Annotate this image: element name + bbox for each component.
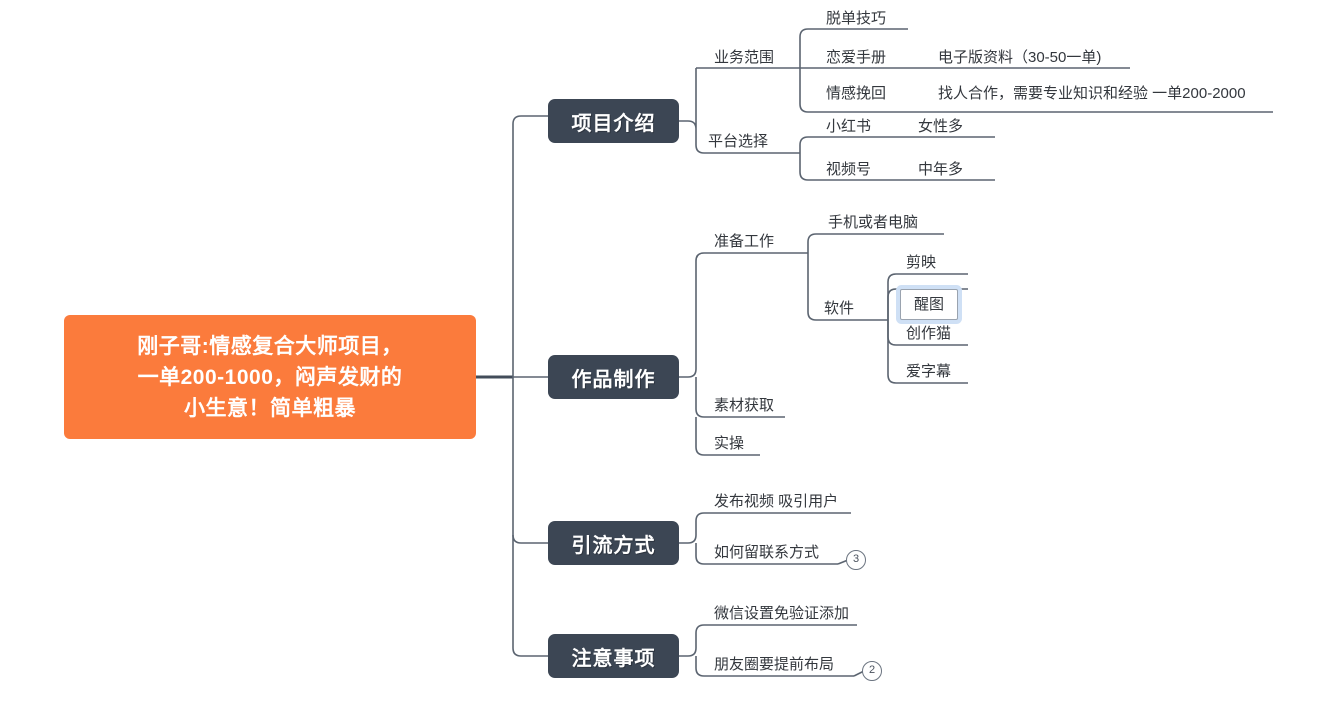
node-label: 脱单技巧 bbox=[826, 10, 887, 27]
node-label: 电子版资料（30-50一单) bbox=[938, 49, 1102, 66]
root-node[interactable]: 刚子哥:情感复合大师项目， 一单200-1000，闷声发财的 小生意！简单粗暴 bbox=[64, 315, 476, 439]
node-wechat-no-verify-add[interactable]: 微信设置免验证添加 bbox=[714, 604, 849, 626]
node-preparation[interactable]: 准备工作 bbox=[714, 232, 774, 254]
node-label: 情感挽回 bbox=[826, 85, 887, 102]
node-material-sourcing[interactable]: 素材获取 bbox=[714, 396, 774, 418]
node-love-handbook-detail[interactable]: 电子版资料（30-50一单) bbox=[938, 48, 1101, 70]
node-label: 找人合作，需要专业知识和经验 一单200-2000 bbox=[938, 85, 1246, 102]
badge-count: 3 bbox=[852, 553, 860, 565]
node-love-handbook[interactable]: 恋爱手册 bbox=[826, 48, 886, 70]
node-video-account-detail[interactable]: 中年多 bbox=[918, 160, 963, 182]
node-label: 女性多 bbox=[918, 118, 964, 135]
branch-node-label: 注意事项 bbox=[571, 647, 656, 670]
node-label: 醒图 bbox=[913, 295, 944, 313]
node-label: 爱字幕 bbox=[906, 363, 952, 380]
branch-node-label: 引流方式 bbox=[571, 534, 656, 557]
branch-node-project-intro[interactable]: 项目介绍 bbox=[548, 99, 679, 143]
branch-node-traffic-method[interactable]: 引流方式 bbox=[548, 521, 679, 565]
node-label: 业务范围 bbox=[714, 49, 775, 66]
node-video-account[interactable]: 视频号 bbox=[826, 160, 871, 182]
branch-node-content-production[interactable]: 作品制作 bbox=[548, 355, 679, 399]
node-xingtu-selected[interactable]: 醒图 bbox=[900, 289, 958, 320]
node-practical-operation[interactable]: 实操 bbox=[714, 434, 744, 456]
node-phone-or-computer[interactable]: 手机或者电脑 bbox=[828, 213, 918, 235]
node-publish-video-attract-users[interactable]: 发布视频 吸引用户 bbox=[714, 492, 838, 514]
node-label: 实操 bbox=[714, 435, 745, 452]
node-label: 中年多 bbox=[918, 161, 964, 178]
collapsed-count-badge-2[interactable]: 2 bbox=[862, 661, 882, 681]
badge-count: 2 bbox=[868, 664, 876, 676]
node-label: 剪映 bbox=[906, 254, 937, 271]
node-moments-layout-ahead[interactable]: 朋友圈要提前布局 bbox=[714, 655, 834, 677]
node-label: 软件 bbox=[824, 300, 855, 317]
node-business-scope[interactable]: 业务范围 bbox=[714, 48, 774, 70]
node-label: 恋爱手册 bbox=[826, 49, 887, 66]
node-label: 微信设置免验证添加 bbox=[714, 605, 850, 622]
node-label: 准备工作 bbox=[714, 233, 775, 250]
node-jianying[interactable]: 剪映 bbox=[906, 253, 936, 275]
node-label: 素材获取 bbox=[714, 397, 775, 414]
node-label: 小红书 bbox=[826, 118, 872, 135]
node-platform-choice[interactable]: 平台选择 bbox=[708, 132, 768, 154]
node-emotional-recovery[interactable]: 情感挽回 bbox=[826, 84, 886, 106]
node-xiaohongshu[interactable]: 小红书 bbox=[826, 117, 871, 139]
node-label: 视频号 bbox=[826, 161, 872, 178]
node-label: 平台选择 bbox=[708, 133, 769, 150]
node-how-to-leave-contact[interactable]: 如何留联系方式 bbox=[714, 543, 819, 565]
branch-node-label: 作品制作 bbox=[571, 368, 656, 391]
node-chuangzuomao[interactable]: 创作猫 bbox=[906, 324, 951, 346]
node-label: 如何留联系方式 bbox=[714, 544, 820, 561]
node-label: 发布视频 吸引用户 bbox=[714, 493, 839, 510]
root-node-label: 刚子哥:情感复合大师项目， 一单200-1000，闷声发财的 小生意！简单粗暴 bbox=[137, 334, 403, 420]
node-single-tips[interactable]: 脱单技巧 bbox=[826, 9, 886, 31]
node-emotional-recovery-detail[interactable]: 找人合作，需要专业知识和经验 一单200-2000 bbox=[938, 84, 1246, 106]
node-software[interactable]: 软件 bbox=[824, 299, 854, 321]
branch-node-precautions[interactable]: 注意事项 bbox=[548, 634, 679, 678]
node-label: 手机或者电脑 bbox=[828, 214, 919, 231]
branch-node-label: 项目介绍 bbox=[571, 112, 656, 135]
collapsed-count-badge-3[interactable]: 3 bbox=[846, 550, 866, 570]
node-label: 创作猫 bbox=[906, 325, 952, 342]
node-label: 朋友圈要提前布局 bbox=[714, 656, 835, 673]
node-aizimu[interactable]: 爱字幕 bbox=[906, 362, 951, 384]
node-xiaohongshu-detail[interactable]: 女性多 bbox=[918, 117, 963, 139]
